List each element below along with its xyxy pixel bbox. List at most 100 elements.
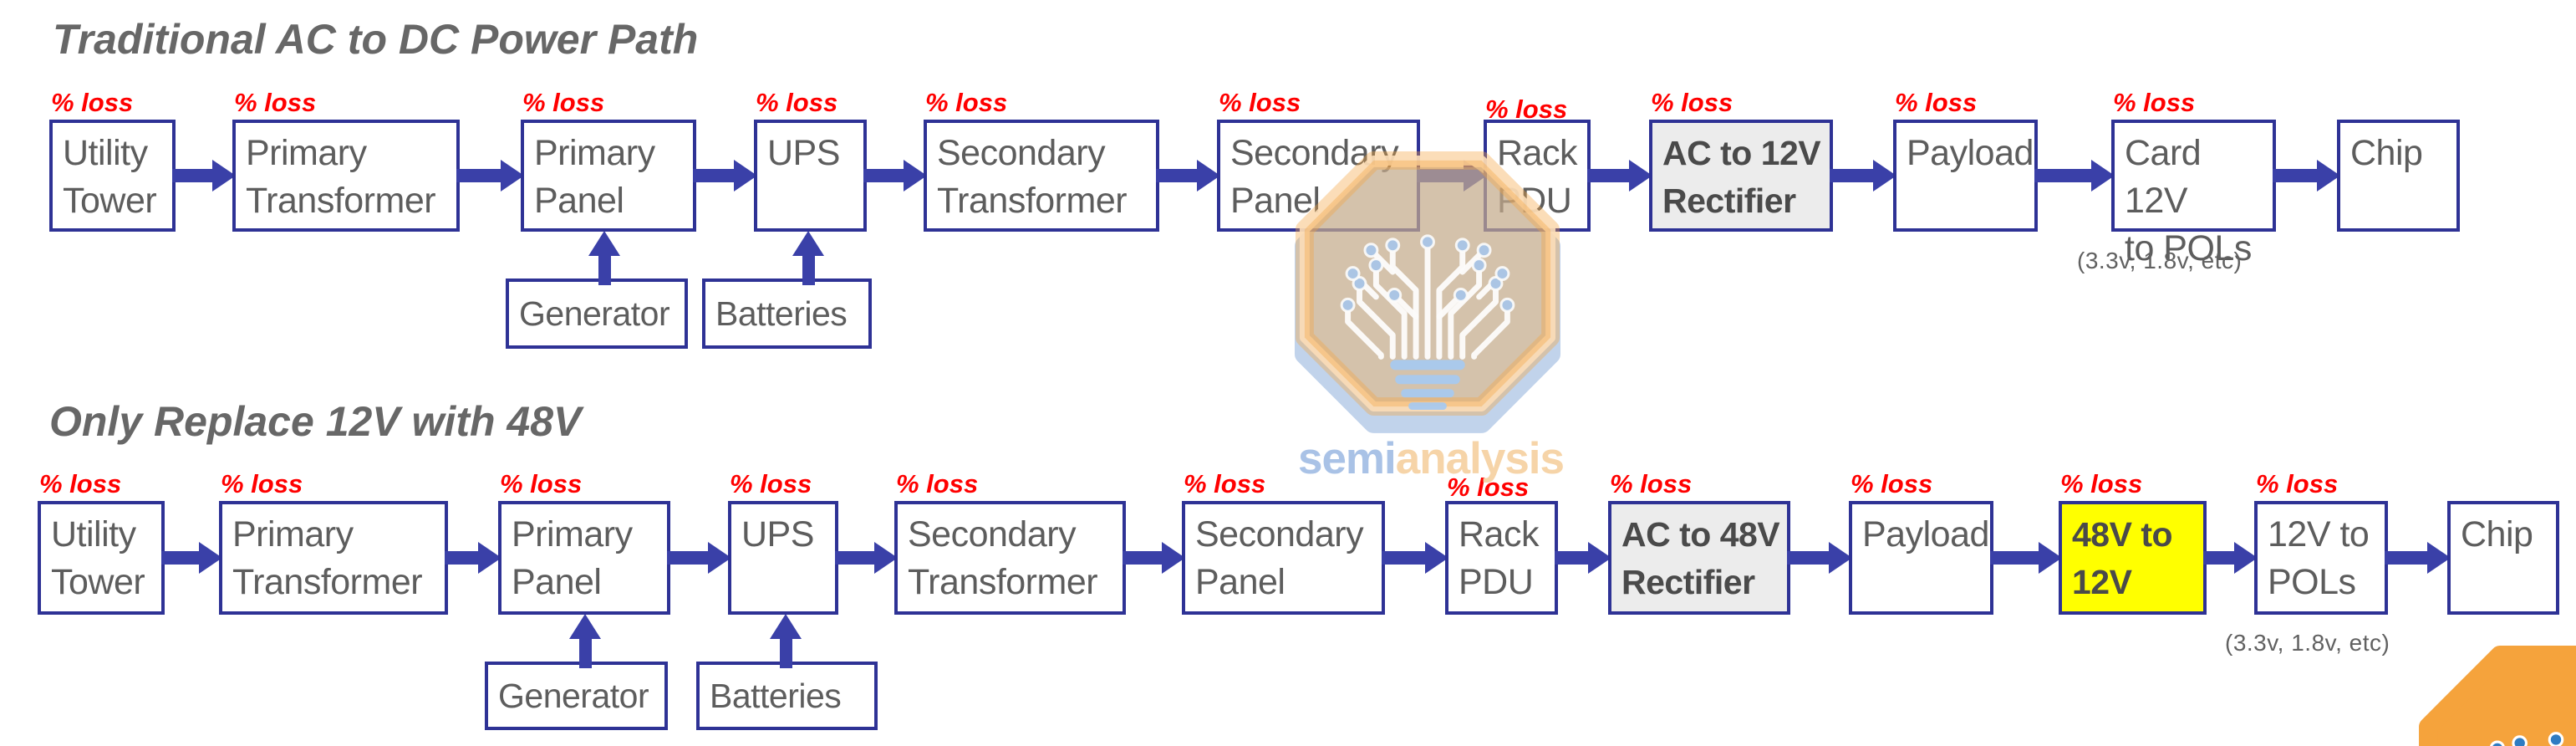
arrow-head-icon bbox=[1588, 542, 1611, 574]
flow-arrow bbox=[2034, 160, 2115, 192]
arrow-head-icon bbox=[874, 542, 898, 574]
arrow-head-icon bbox=[2039, 542, 2062, 574]
box-12v-to-pols: 12V to POLs bbox=[2254, 501, 2388, 615]
feed-arrow bbox=[792, 231, 824, 285]
arrow-shaft bbox=[2203, 551, 2236, 565]
box-label: Rack PDU bbox=[1459, 514, 1539, 602]
arrow-head-icon bbox=[708, 542, 731, 574]
box-label: 12V to POLs bbox=[2268, 514, 2370, 602]
loss-label: % loss bbox=[756, 88, 838, 117]
flow-arrow bbox=[667, 542, 731, 574]
arrow-head-icon bbox=[569, 614, 601, 639]
loss-label: % loss bbox=[1184, 469, 1266, 498]
arrow-head-icon bbox=[2317, 160, 2340, 192]
loss-label: % loss bbox=[1851, 469, 1933, 498]
arrow-shaft bbox=[779, 636, 792, 668]
box-rack-pdu: Rack PDU bbox=[1445, 501, 1558, 615]
feed-arrow bbox=[588, 231, 620, 285]
box-batteries: Batteries bbox=[702, 278, 872, 349]
loss-label: % loss bbox=[39, 469, 122, 498]
box-primary-transformer: Primary Transformer bbox=[232, 120, 460, 232]
loss-label: % loss bbox=[2256, 469, 2339, 498]
arrow-shaft bbox=[835, 551, 876, 565]
arrow-shaft bbox=[456, 169, 502, 182]
box-batteries: Batteries bbox=[696, 662, 878, 730]
box-label: UPS bbox=[741, 514, 814, 554]
arrow-shaft bbox=[1990, 551, 2040, 565]
box-label: Chip bbox=[2350, 133, 2423, 173]
flow-arrow bbox=[172, 160, 236, 192]
box-secondary-transformer: Secondary Transformer bbox=[924, 120, 1159, 232]
loss-label: % loss bbox=[234, 88, 317, 117]
arrow-shaft bbox=[598, 253, 611, 285]
box-primary-transformer: Primary Transformer bbox=[219, 501, 448, 615]
loss-label: % loss bbox=[500, 469, 583, 498]
arrow-shaft bbox=[802, 253, 815, 285]
box-label: Secondary Panel bbox=[1230, 133, 1399, 221]
flow-arrow bbox=[2203, 542, 2258, 574]
box-label: Generator bbox=[519, 294, 670, 333]
box-ups: UPS bbox=[728, 501, 838, 615]
box-label: Utility Tower bbox=[63, 133, 157, 221]
loss-label: % loss bbox=[522, 88, 605, 117]
box-label: 48V to 12V bbox=[2072, 515, 2173, 601]
box-utility-tower: Utility Tower bbox=[38, 501, 165, 615]
section-title-traditional: Traditional AC to DC Power Path bbox=[53, 16, 699, 63]
arrow-shaft bbox=[1382, 551, 1427, 565]
box-label: Batteries bbox=[710, 676, 842, 715]
section-title-48v: Only Replace 12V with 48V bbox=[49, 398, 582, 445]
arrow-shaft bbox=[445, 551, 480, 565]
feed-arrow bbox=[569, 614, 601, 668]
feed-arrow bbox=[770, 614, 802, 668]
box-48v-to-12v: 48V to 12V bbox=[2059, 501, 2207, 615]
box-label: Secondary Transformer bbox=[908, 514, 1098, 602]
arrow-shaft bbox=[1830, 169, 1875, 182]
loss-label: % loss bbox=[1219, 88, 1301, 117]
box-primary-panel: Primary Panel bbox=[498, 501, 670, 615]
box-card-12v-to-pols: Card 12V to POLs bbox=[2111, 120, 2276, 268]
arrow-head-icon bbox=[588, 231, 620, 256]
voltage-note: (3.3v, 1.8v, etc) bbox=[2077, 248, 2243, 273]
arrow-shaft bbox=[667, 551, 710, 565]
arrow-head-icon bbox=[478, 542, 501, 574]
arrow-head-icon bbox=[212, 160, 236, 192]
semianalysis-corner-logo bbox=[2418, 645, 2576, 746]
arrow-shaft bbox=[863, 169, 905, 182]
wordmark-analysis: analysis bbox=[1395, 434, 1565, 483]
box-ups: UPS bbox=[754, 120, 867, 232]
arrow-shaft bbox=[693, 169, 736, 182]
flow-arrow bbox=[1417, 160, 1487, 192]
flow-arrow bbox=[1382, 542, 1448, 574]
arrow-head-icon bbox=[2091, 160, 2115, 192]
arrow-head-icon bbox=[1629, 160, 1652, 192]
box-label: AC to 12V Rectifier bbox=[1662, 134, 1821, 220]
flow-arrow bbox=[1990, 542, 2062, 574]
box-utility-tower: Utility Tower bbox=[49, 120, 176, 232]
box-label: Primary Transformer bbox=[246, 133, 436, 221]
box-label: Rack PDU bbox=[1497, 133, 1577, 221]
flow-arrow bbox=[445, 542, 501, 574]
box-payload: Payload bbox=[1893, 120, 2038, 232]
box-ac-to-48v-rectifier: AC to 48V Rectifier bbox=[1608, 501, 1790, 615]
arrow-head-icon bbox=[199, 542, 222, 574]
loss-label: % loss bbox=[51, 88, 134, 117]
flow-arrow bbox=[161, 542, 222, 574]
box-label: AC to 48V Rectifier bbox=[1621, 515, 1780, 601]
arrow-shaft bbox=[1787, 551, 1830, 565]
loss-label: % loss bbox=[221, 469, 303, 498]
flow-arrow bbox=[1555, 542, 1611, 574]
arrow-head-icon bbox=[501, 160, 524, 192]
flow-arrow bbox=[1587, 160, 1652, 192]
box-label: Primary Panel bbox=[512, 514, 633, 602]
arrow-shaft bbox=[578, 636, 592, 668]
flow-arrow bbox=[863, 160, 927, 192]
arrow-head-icon bbox=[792, 231, 824, 256]
box-label: Primary Transformer bbox=[232, 514, 423, 602]
flow-arrow bbox=[1123, 542, 1185, 574]
semianalysis-wordmark: semianalysis bbox=[1290, 433, 1572, 484]
box-generator: Generator bbox=[506, 278, 688, 349]
loss-label: % loss bbox=[730, 469, 812, 498]
arrow-shaft bbox=[1156, 169, 1199, 182]
arrow-shaft bbox=[2034, 169, 2093, 182]
